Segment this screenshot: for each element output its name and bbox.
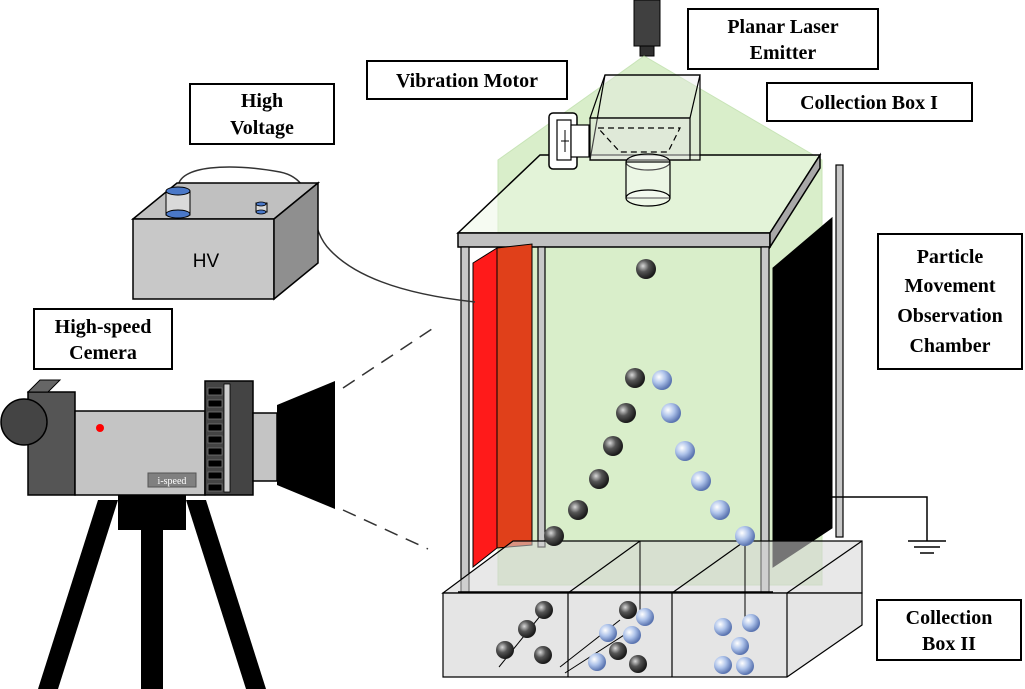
- svg-text:Emitter: Emitter: [750, 42, 817, 64]
- left-electrode: [472, 243, 533, 569]
- svg-text:Movement: Movement: [904, 275, 995, 297]
- light-particle: [735, 526, 755, 546]
- label-collection-box-2: Collection Box II: [876, 599, 1022, 661]
- light-particle: [623, 626, 641, 644]
- label-high-speed-camera: High-speed Cemera: [33, 308, 173, 370]
- svg-text:Voltage: Voltage: [230, 117, 294, 139]
- light-particle: [714, 618, 732, 636]
- light-particle: [710, 500, 730, 520]
- light-particle: [652, 370, 672, 390]
- svg-text:Vibration Motor: Vibration Motor: [396, 70, 538, 92]
- light-particle: [675, 441, 695, 461]
- dark-particle: [636, 259, 656, 279]
- light-particle: [714, 656, 732, 674]
- camera-view-lines: [342, 326, 436, 550]
- ground-icon: [908, 540, 946, 554]
- label-planar-laser-emitter: Planar Laser Emitter: [687, 8, 879, 70]
- dark-particle: [568, 500, 588, 520]
- light-particle: [661, 403, 681, 423]
- camera-brand-label: i-speed: [158, 476, 187, 487]
- laser-emitter: [633, 0, 661, 57]
- light-particle: [588, 653, 606, 671]
- dark-particle: [544, 526, 564, 546]
- label-observation-chamber: Particle Movement Observation Chamber: [877, 233, 1023, 370]
- chamber-top-plate: [456, 152, 822, 250]
- vibration-motor: [548, 112, 590, 170]
- light-particle: [636, 608, 654, 626]
- dark-particle: [619, 601, 637, 619]
- svg-text:Box II: Box II: [922, 633, 976, 655]
- dark-particle: [518, 620, 536, 638]
- camera-viewfinder: [0, 398, 48, 446]
- label-vibration-motor: Vibration Motor: [366, 60, 568, 100]
- light-particles: [588, 370, 760, 675]
- light-particle: [599, 624, 617, 642]
- svg-text:Chamber: Chamber: [909, 335, 990, 357]
- light-particle: [736, 657, 754, 675]
- dark-particle: [496, 641, 514, 659]
- dark-particle: [603, 436, 623, 456]
- svg-text:Particle: Particle: [917, 246, 984, 268]
- svg-text:Observation: Observation: [897, 305, 1003, 327]
- dark-particle: [535, 601, 553, 619]
- light-particle: [742, 614, 760, 632]
- svg-text:High: High: [241, 90, 283, 112]
- dark-particle: [616, 403, 636, 423]
- label-high-voltage: High Voltage: [189, 83, 335, 145]
- high-speed-camera: i-speed: [0, 379, 335, 689]
- light-particle: [731, 637, 749, 655]
- label-collection-box-1: Collection Box I: [766, 82, 973, 122]
- dark-particle: [629, 655, 647, 673]
- dark-particle: [534, 646, 552, 664]
- svg-text:Collection: Collection: [906, 607, 993, 629]
- dark-particle: [625, 368, 645, 388]
- hv-power-supply: HV: [130, 181, 321, 301]
- dark-particle: [589, 469, 609, 489]
- right-electrode: [772, 216, 833, 568]
- dark-particle: [609, 642, 627, 660]
- svg-text:Planar Laser: Planar Laser: [727, 16, 838, 38]
- camera-record-indicator: [96, 424, 104, 432]
- hv-box-label: HV: [193, 251, 220, 272]
- svg-text:High-speed: High-speed: [55, 316, 152, 338]
- dark-particles: [496, 259, 656, 673]
- collection-box-1: [589, 74, 701, 207]
- svg-text:Cemera: Cemera: [69, 342, 137, 364]
- light-particle: [691, 471, 711, 491]
- svg-text:Collection Box I: Collection Box I: [800, 92, 938, 114]
